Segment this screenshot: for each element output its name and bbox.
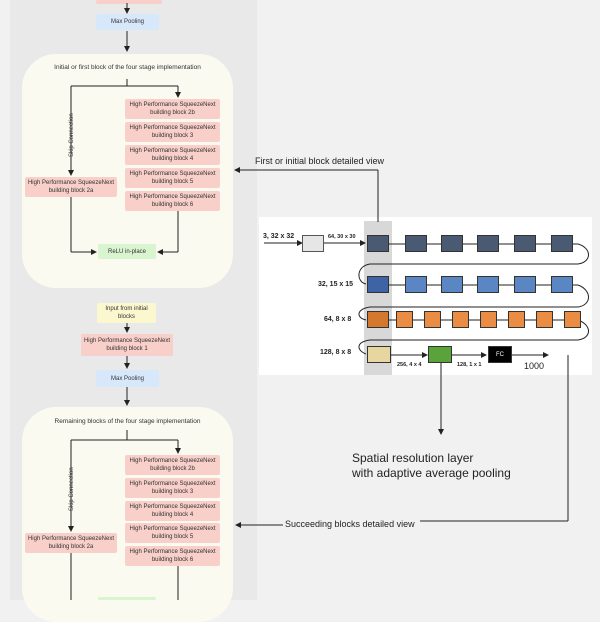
first-block-view-label: First or initial block detailed view (255, 156, 385, 166)
panel1-title: Initial or first block of the four stage… (54, 64, 201, 71)
max-pooling-top: Max Pooling (96, 14, 159, 30)
max-pooling-middle: Max Pooling (96, 370, 159, 387)
spatial-line-2: with adaptive average pooling (352, 466, 511, 480)
row1-square-3 (441, 235, 463, 252)
row2-size-label: 32, 15 x 15 (318, 281, 354, 288)
panel2-block-5: High Performance SqueezeNext building bl… (125, 523, 220, 543)
stage1-size-label: 64, 30 x 30 (328, 234, 356, 240)
output-size-label: 1000 (524, 361, 545, 371)
panel2-block-4: High Performance SqueezeNext building bl… (125, 501, 220, 521)
row3-square-6 (508, 311, 525, 328)
row2-square-4 (477, 276, 499, 293)
input-from-initial-blocks: Input from initial blocks (97, 303, 156, 323)
panel1-block-2a: High Performance SqueezeNext building bl… (25, 177, 117, 197)
row3-square-2 (396, 311, 413, 328)
fc-input-size-label: 128, 1 x 1 (457, 362, 482, 368)
spatial-resolution-label: Spatial resolution layer with adaptive a… (352, 451, 511, 481)
top-partial-block (96, 0, 162, 4)
panel2-title: Remaining blocks of the four stage imple… (54, 418, 201, 425)
row2-square-2 (405, 276, 427, 293)
spatial-resolution-square (428, 346, 452, 363)
panel2-bottom-partial (98, 597, 156, 600)
row2-square-5 (514, 276, 536, 293)
input-size-label: 3, 32 x 32 (263, 233, 295, 240)
row2-square-6 (551, 276, 573, 293)
panel2-block-2b: High Performance SqueezeNext building bl… (125, 455, 220, 475)
spatial-line-1: Spatial resolution layer (352, 451, 474, 465)
connector-lines (68, 3, 589, 600)
row1-square-2 (405, 235, 427, 252)
panel1-block-6: High Performance SqueezeNext building bl… (125, 191, 220, 211)
input-square (302, 235, 324, 252)
panel1-block-2b: High Performance SqueezeNext building bl… (125, 99, 220, 119)
succeeding-blocks-view-label: Succeeding blocks detailed view (285, 519, 415, 529)
panel2-block-6: High Performance SqueezeNext building bl… (125, 546, 220, 566)
row3-square-7 (536, 311, 553, 328)
panel2-block-3: High Performance SqueezeNext building bl… (125, 478, 220, 498)
row3-square-8 (564, 311, 581, 328)
row3-square-5 (480, 311, 497, 328)
panel1-block-3: High Performance SqueezeNext building bl… (125, 122, 220, 142)
row3-size-label: 64, 8 x 8 (324, 316, 352, 323)
panel1-block-5: High Performance SqueezeNext building bl… (125, 168, 220, 188)
row3-square-3 (424, 311, 441, 328)
row1-square-5 (514, 235, 536, 252)
middle-block-1: High Performance SqueezeNext building bl… (81, 334, 173, 356)
fc-square: FC (488, 346, 512, 363)
row3-square-4 (452, 311, 469, 328)
row1-square-4 (477, 235, 499, 252)
pool-size-label: 256, 4 x 4 (397, 362, 422, 368)
row2-square-1 (367, 276, 389, 293)
relu-in-place: ReLU in-place (98, 244, 156, 259)
panel1-block-4: High Performance SqueezeNext building bl… (125, 145, 220, 165)
row1-square-1 (367, 235, 389, 252)
row4-size-label: 128, 8 x 8 (320, 349, 352, 356)
panel2-block-2a: High Performance SqueezeNext building bl… (25, 533, 117, 553)
row4-square-1 (367, 346, 391, 363)
row2-square-3 (441, 276, 463, 293)
row3-square-1 (367, 311, 389, 328)
row1-square-6 (551, 235, 573, 252)
